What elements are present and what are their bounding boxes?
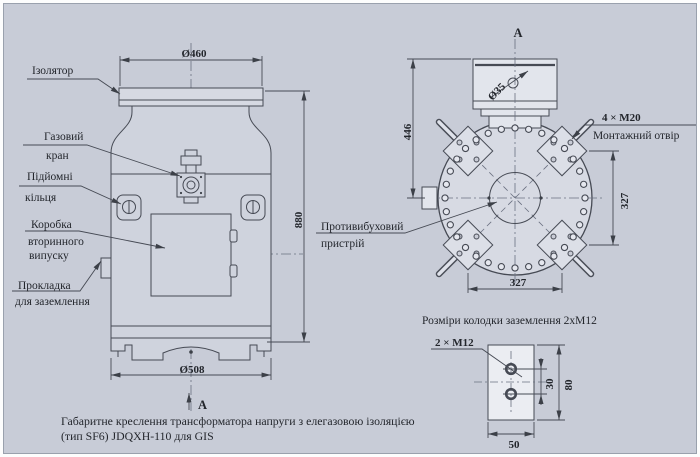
gas-port-symbol xyxy=(507,77,519,89)
dim-bolt-span-vertical-327: 327 xyxy=(619,192,631,210)
ground-block-drawing xyxy=(431,344,565,438)
front-view-leaders xyxy=(12,78,181,292)
label-bolt-spec-m12: 2 × M12 xyxy=(435,337,474,349)
section-marker-front: A xyxy=(198,398,208,412)
dim-height-880: 880 xyxy=(293,211,305,229)
top-view-dimensions xyxy=(316,58,696,293)
label-insulator: Ізолятор xyxy=(32,65,74,77)
secondary-output-box-symbol xyxy=(150,213,238,297)
label-secondary-box-line2: вторинного xyxy=(28,236,84,248)
front-view-drawing xyxy=(100,43,303,411)
dim-box-height-446: 446 xyxy=(402,123,414,141)
label-lifting-rings-line1: Підйомні xyxy=(27,171,73,183)
ground-block-title: Розміри колодки заземлення 2хМ12 xyxy=(422,315,597,327)
dim-top-flange-diameter: Ø460 xyxy=(181,48,207,60)
grounding-gasket-symbol xyxy=(100,257,112,279)
dim-block-width-50: 50 xyxy=(508,439,520,451)
gas-valve-symbol xyxy=(176,149,206,204)
caption-line1: Габаритне креслення трансформатора напру… xyxy=(61,414,415,428)
label-secondary-box-line3: випуску xyxy=(29,250,69,262)
front-view-dimensions xyxy=(110,56,310,410)
label-gasket-line1: Прокладка xyxy=(18,280,71,292)
label-explosion-device-line2: пристрій xyxy=(321,238,365,250)
dim-bolt-span-horizontal-327: 327 xyxy=(509,277,527,289)
lifting-rings-symbol xyxy=(116,194,266,221)
label-mounting-hole: Монтажний отвір xyxy=(593,130,680,142)
label-bolt-spec-m20: 4 × M20 xyxy=(602,112,641,124)
label-explosion-device-line1: Противибуховий xyxy=(321,221,404,233)
label-gasket-line2: для заземлення xyxy=(15,296,90,308)
label-secondary-box-line1: Коробка xyxy=(31,219,72,231)
dim-block-height-80: 80 xyxy=(563,379,575,391)
dim-base-diameter: Ø508 xyxy=(179,364,205,376)
caption-line2: (тип SF6) JDQXH-110 для GIS xyxy=(61,429,214,443)
top-view-drawing xyxy=(421,39,605,285)
dim-hole-spacing-30: 30 xyxy=(544,378,556,390)
label-lifting-rings-line2: кільця xyxy=(25,192,57,204)
label-gas-valve-line2: кран xyxy=(46,150,69,162)
technical-drawing-canvas xyxy=(12,39,696,438)
label-gas-valve-line1: Газовий xyxy=(44,131,84,143)
drawing-frame: Ізолятор Газовий кран Підйомні кільця Ко… xyxy=(3,3,697,454)
section-marker-top: A xyxy=(513,26,523,40)
